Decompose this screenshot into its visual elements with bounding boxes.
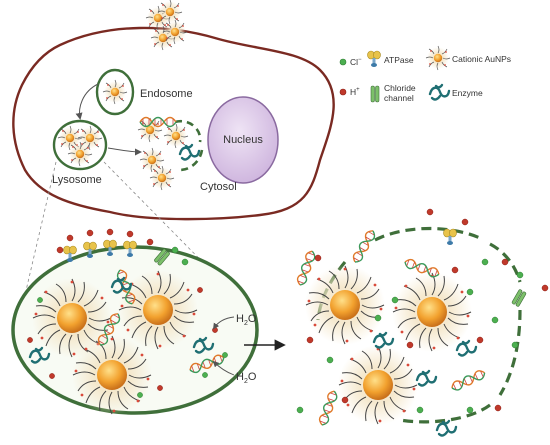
water-label-bottom: H2O bbox=[236, 371, 257, 385]
chloride-ion-icon bbox=[339, 58, 347, 66]
cationic-aunp-icon bbox=[425, 45, 451, 71]
legend-atpase: ATPase bbox=[384, 55, 414, 65]
endosome-label: Endosome bbox=[140, 88, 193, 100]
legend-cationic-aunps: Cationic AuNPs bbox=[452, 54, 511, 64]
nanoparticle-icon bbox=[157, 0, 183, 25]
dna-strand bbox=[449, 368, 488, 393]
enzyme-icon bbox=[372, 331, 395, 349]
lysosome-label: Lysosome bbox=[52, 174, 102, 186]
cationic-aunp-large bbox=[391, 271, 473, 353]
atpase-icon bbox=[443, 228, 457, 246]
cell-membrane bbox=[12, 26, 335, 221]
enzyme-icon bbox=[428, 83, 451, 101]
proton-icon bbox=[339, 88, 347, 96]
cationic-aunp-large bbox=[337, 344, 419, 426]
nanoparticle-icon bbox=[137, 117, 163, 143]
cell: Endosome Lysosome Nucleus Cytosol bbox=[12, 0, 335, 221]
legend-chloride-ion: Cl− bbox=[350, 57, 362, 67]
enzyme-icon bbox=[415, 369, 438, 387]
chloride-channel-icon bbox=[511, 288, 527, 308]
atpase-icon bbox=[367, 50, 381, 68]
legend: Cl− ATPase Cationic AuNPs H+ Chloride ch… bbox=[339, 45, 511, 103]
nucleus bbox=[207, 96, 279, 184]
cationic-aunp-large bbox=[71, 334, 153, 416]
legend-chloride-channel-line1: Chloride bbox=[384, 83, 416, 93]
enzyme-icon bbox=[455, 339, 478, 357]
cationic-aunp-large bbox=[117, 269, 199, 351]
cytosol-label: Cytosol bbox=[200, 181, 237, 193]
nanoparticle-icon bbox=[162, 19, 188, 45]
legend-proton: H+ bbox=[350, 87, 360, 97]
ruptured-lysosome bbox=[295, 208, 549, 437]
water-label-top: H2O bbox=[236, 313, 257, 327]
nanoparticle-icon bbox=[102, 79, 128, 105]
nanoparticle-icon bbox=[163, 123, 189, 149]
dna-strand bbox=[317, 388, 340, 428]
enzyme-icon bbox=[435, 419, 458, 437]
nanoparticle-icon bbox=[149, 165, 175, 191]
dna-strand bbox=[350, 227, 378, 265]
chloride-channel-icon bbox=[370, 85, 380, 103]
nucleus-label: Nucleus bbox=[223, 134, 263, 146]
legend-enzyme: Enzyme bbox=[452, 88, 483, 98]
nanoparticle-icon bbox=[67, 141, 93, 167]
cationic-aunp-large bbox=[304, 264, 386, 346]
lysosome-zoom: H2O H2O bbox=[11, 228, 259, 416]
legend-chloride-channel-line2: channel bbox=[384, 93, 414, 103]
